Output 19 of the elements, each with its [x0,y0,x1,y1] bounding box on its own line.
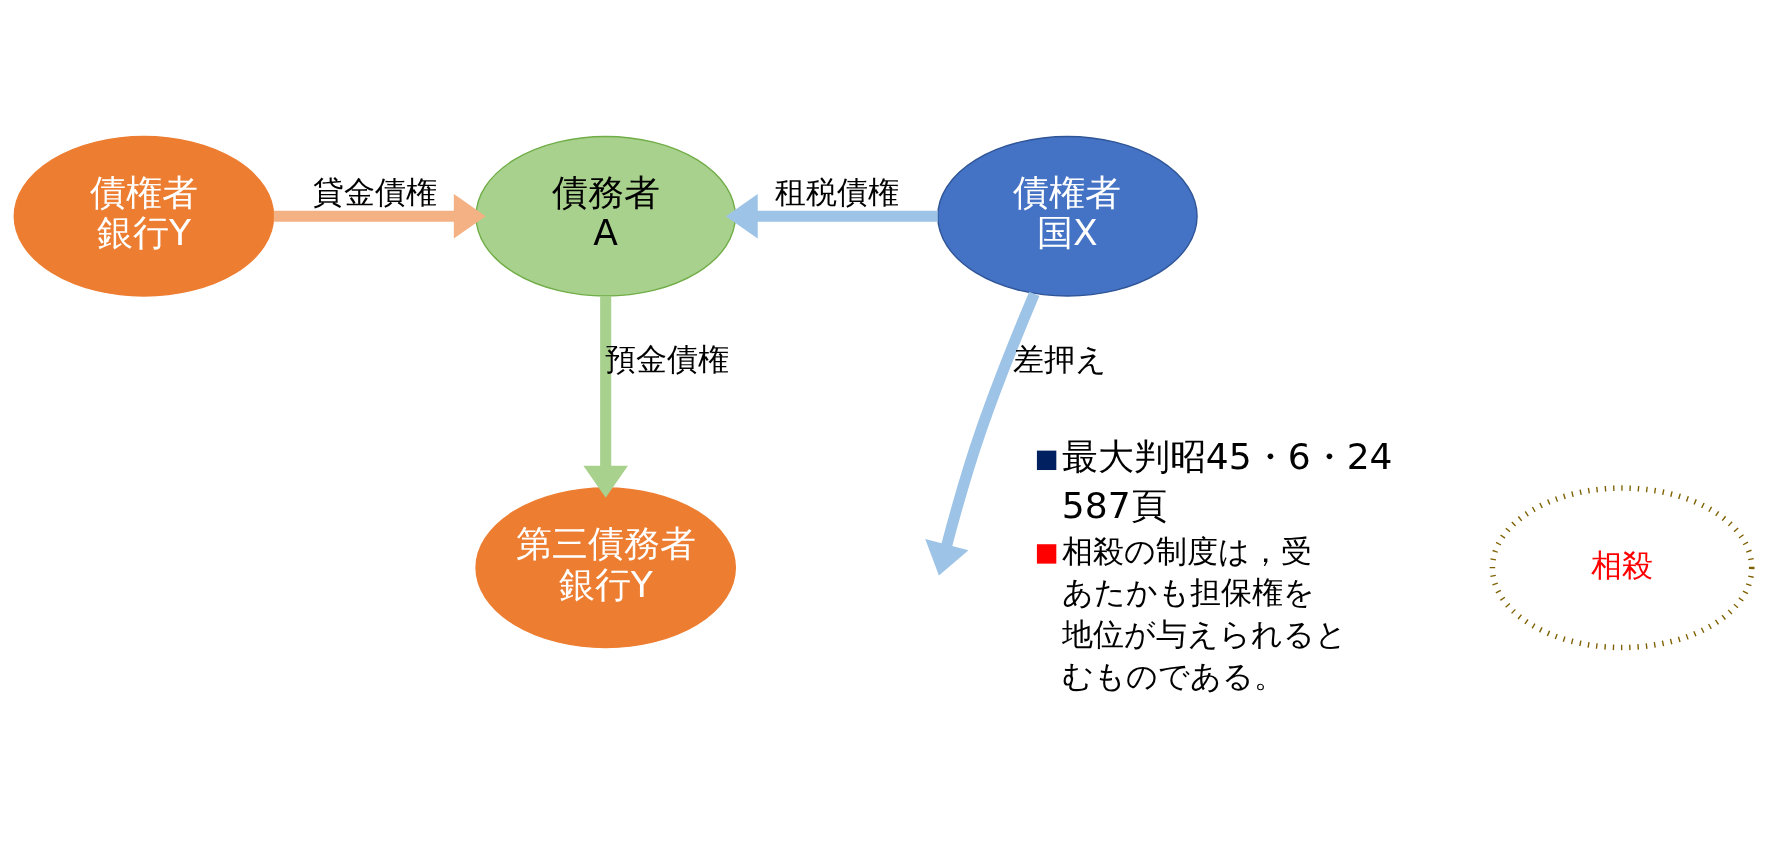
node-ellipse: 債務者 A [475,135,736,297]
label: あたかも担保権を [1061,575,1315,611]
arrow [273,193,486,239]
edge-label: 租税債権 [774,175,899,211]
node-ellipse: 第三債務者 銀行Y [475,487,736,649]
label: 地位が与えられると [1061,616,1347,652]
label: 最大判昭45・6・24 [1061,436,1393,479]
arrow [725,193,938,239]
label: 相殺の制度は，受 [1061,533,1312,569]
label: むものである。 [1061,658,1285,694]
arrow [583,296,628,498]
node-ellipse: 債権者 国X [937,135,1198,297]
edge-label: 貸金債権 [312,175,437,211]
edge-label: 差押え [1012,342,1107,378]
node-ellipse: 債権者 銀行Y [13,135,275,297]
edge-label: 預金債権 [604,342,729,378]
label: 587頁 [1061,484,1167,527]
arrow [925,291,1040,576]
node-ellipse: 相殺 [1489,485,1755,651]
